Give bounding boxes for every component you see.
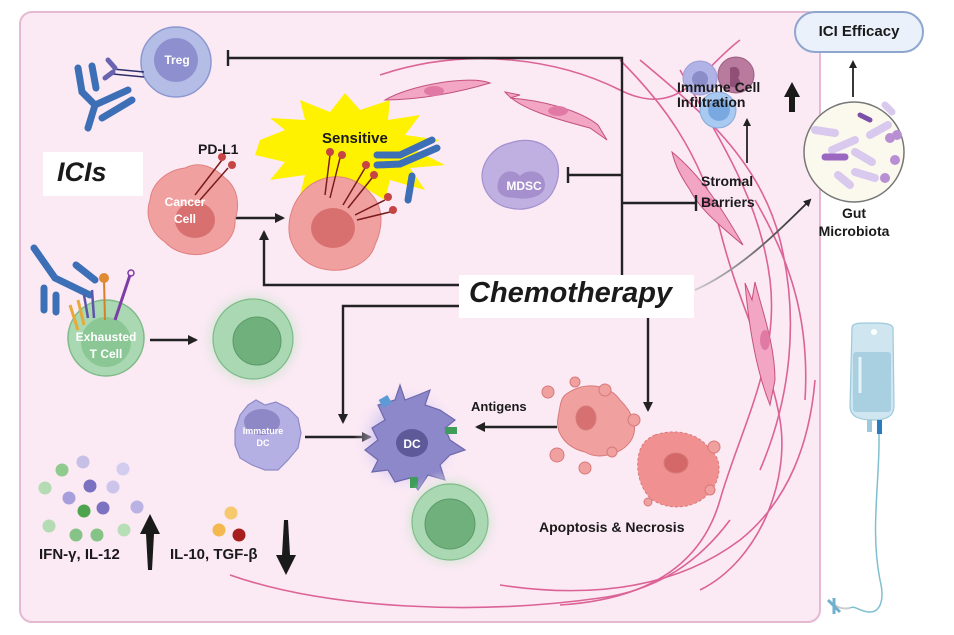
mdsc-label: MDSC (506, 179, 542, 193)
treg-label: Treg (164, 53, 190, 67)
fibroblast-cells (383, 79, 776, 407)
dc-label: DC (403, 437, 421, 451)
immune-cells-cluster (682, 56, 755, 129)
antibody-icon (74, 62, 136, 132)
treg-cell (102, 26, 212, 98)
exhausted-t-cell-label-line2: T Cell (89, 347, 123, 361)
activated-t-cell-bottom (398, 470, 502, 574)
cancer-cell (147, 153, 238, 256)
icis-title: ICIs (57, 157, 107, 187)
cytokines-down-arrow (276, 520, 296, 575)
tumor-microenvironment-panel (19, 11, 821, 623)
ici-efficacy-box: ICI Efficacy (794, 11, 924, 53)
gut-microbiota-label-line2: Microbiota (818, 223, 890, 239)
gut-microbiota-label-line1: Gut (841, 205, 867, 221)
sensitive-cancer-cell (288, 136, 441, 271)
cancer-cell-label-line1: Cancer (164, 195, 206, 209)
sensitive-starburst (255, 93, 445, 205)
stromal-barriers-label-line1: Stromal (701, 173, 754, 189)
connector-lines (150, 50, 698, 442)
stromal-barriers-label-line2: Barriers (701, 194, 755, 210)
chemo-to-gut-arrow (694, 198, 812, 291)
gut-microbiota-icon (803, 101, 905, 203)
cytokines-down-label: IL-10, TGF-β (170, 546, 258, 563)
mdsc-cell (481, 139, 560, 210)
immune-infiltration-up-arrow (784, 82, 800, 112)
pdl1-label: PD-L1 (198, 141, 239, 157)
cytokine-particles-down (212, 506, 246, 542)
immature-dc-label-line2: DC (256, 438, 270, 448)
antigens-label: Antigens (471, 399, 527, 414)
immature-dc-cell (234, 399, 302, 471)
trend-arrows (140, 82, 800, 575)
chemotherapy-label: Chemotherapy (469, 277, 673, 309)
cancer-cell-label-line2: Cell (173, 212, 196, 226)
ici-efficacy-label: ICI Efficacy (818, 23, 900, 40)
cytokine-particles-up (38, 455, 144, 542)
dendritic-cell (353, 383, 467, 495)
immune-infiltration-label-line1: Immune Cell (677, 79, 761, 95)
apoptosis-necrosis-label: Apoptosis & Necrosis (539, 519, 685, 535)
immune-infiltration-label-line2: Infiltration (677, 94, 746, 110)
iv-bag-icon (826, 322, 895, 614)
apoptotic-cells (541, 376, 721, 508)
cytokines-up-arrow (140, 514, 160, 570)
activated-t-cell (198, 284, 308, 394)
immature-dc-label-line1: Immature (242, 426, 284, 436)
sensitive-label: Sensitive (322, 130, 388, 147)
exhausted-t-cell (30, 244, 145, 377)
cytokines-up-label: IFN-γ, IL-12 (39, 546, 120, 563)
exhausted-t-cell-label-line1: Exhausted (75, 330, 137, 344)
